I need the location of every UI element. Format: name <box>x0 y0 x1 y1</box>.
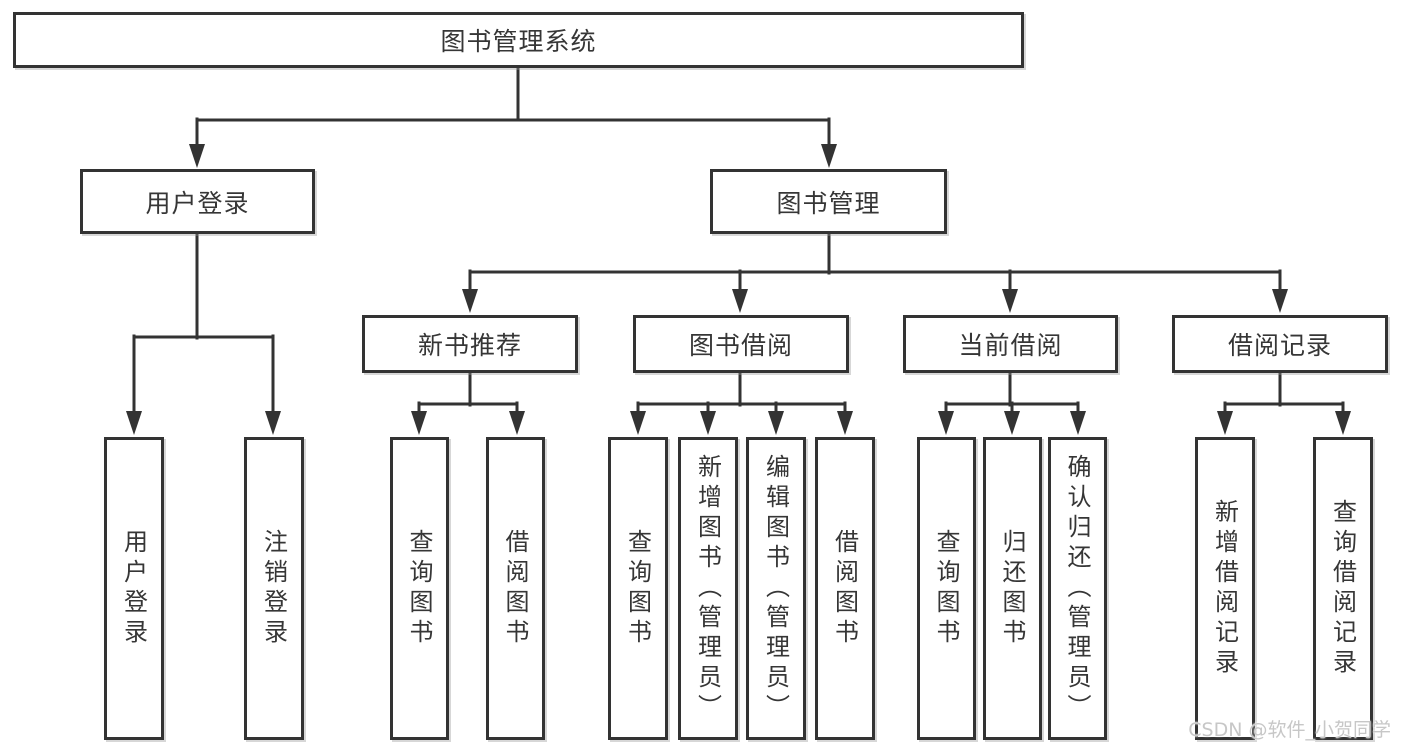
leaf-label: 借阅图书 <box>501 528 529 649</box>
leaf-label: 确认归还（管理员） <box>1063 453 1091 724</box>
watermark-text: CSDN @软件_小贺同学 <box>1188 719 1391 741</box>
node-user-login: 用户登录 <box>80 169 315 234</box>
leaf-label: 新增借阅记录 <box>1210 498 1239 679</box>
leaf-user-login: 用户登录 <box>104 437 164 740</box>
leaf-edit-books-admin: 编辑图书（管理员） <box>746 437 806 740</box>
node-label: 借阅记录 <box>1227 331 1332 360</box>
node-label: 图书借阅 <box>688 331 793 360</box>
leaf-confirm-return-admin: 确认归还（管理员） <box>1048 437 1107 740</box>
leaf-return-books: 归还图书 <box>983 437 1042 740</box>
leaf-query-borrow-record: 查询借阅记录 <box>1313 437 1373 740</box>
leaf-borrow-books: 借阅图书 <box>815 437 875 740</box>
leaf-label: 用户登录 <box>119 528 148 649</box>
node-book-management: 图书管理 <box>710 169 947 234</box>
leaf-query-books-borrow: 查询图书 <box>608 437 668 740</box>
node-borrow-records: 借阅记录 <box>1172 315 1388 373</box>
node-library-system: 图书管理系统 <box>13 12 1024 68</box>
leaf-label: 注销登录 <box>259 528 288 649</box>
leaf-label: 查询图书 <box>623 528 652 649</box>
leaf-label: 查询图书 <box>405 528 433 649</box>
node-book-borrow: 图书借阅 <box>633 315 849 373</box>
node-label: 用户登录 <box>145 188 250 218</box>
node-current-borrow: 当前借阅 <box>903 315 1118 373</box>
node-label: 当前借阅 <box>958 331 1063 360</box>
leaf-add-books-admin: 新增图书（管理员） <box>678 437 738 740</box>
leaf-query-books-current: 查询图书 <box>917 437 976 740</box>
leaf-add-borrow-record: 新增借阅记录 <box>1195 437 1255 740</box>
node-new-book-recommend: 新书推荐 <box>362 315 578 373</box>
leaf-logout-login: 注销登录 <box>244 437 304 740</box>
node-label: 图书管理 <box>776 188 881 218</box>
leaf-label: 编辑图书（管理员） <box>761 453 790 724</box>
leaf-label: 新增图书（管理员） <box>693 453 722 724</box>
leaf-label: 查询借阅记录 <box>1328 498 1357 679</box>
leaf-label: 查询图书 <box>932 528 960 649</box>
leaf-borrow-books-recommend: 借阅图书 <box>486 437 545 740</box>
node-label: 图书管理系统 <box>440 27 597 56</box>
node-label: 新书推荐 <box>417 331 522 360</box>
leaf-label: 借阅图书 <box>830 528 859 649</box>
leaf-label: 归还图书 <box>998 528 1026 649</box>
leaf-query-books-recommend: 查询图书 <box>390 437 449 740</box>
